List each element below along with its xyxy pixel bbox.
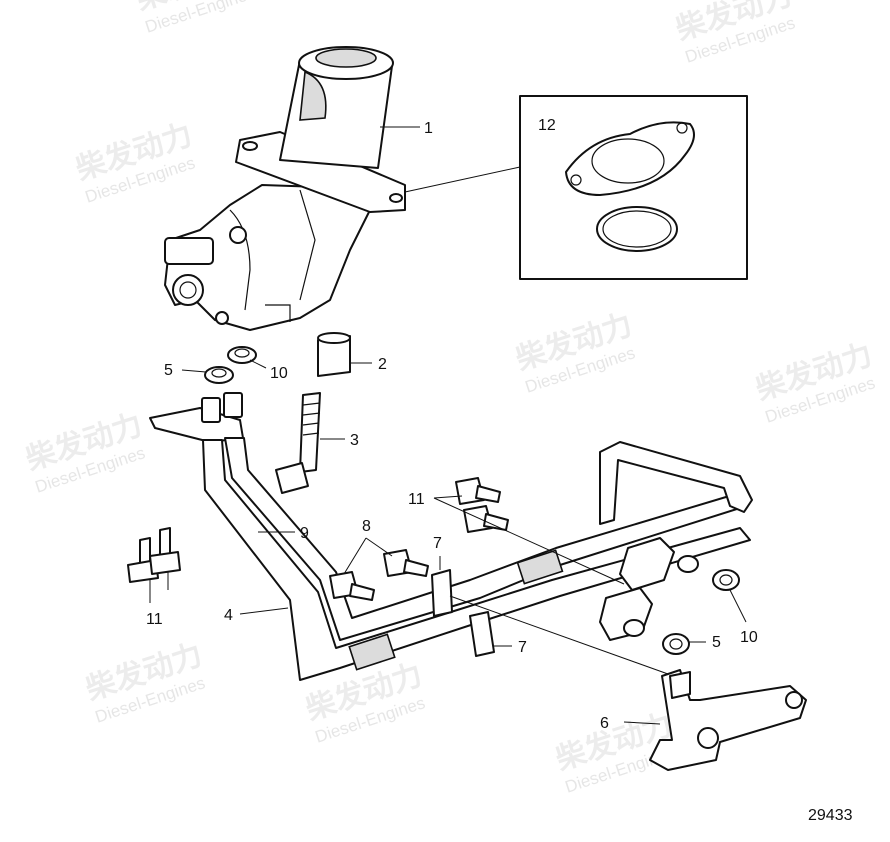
long-bolt	[275, 392, 321, 494]
callout-labels: 1 2 3 4 5 5 6 7 7 8 9 10 10 11 11 12 294…	[146, 117, 853, 824]
callout-7-upper: 7	[433, 535, 442, 552]
callout-10-lower: 10	[740, 629, 758, 646]
callout-1: 1	[424, 120, 433, 137]
callout-7-lower: 7	[518, 639, 527, 656]
gasket-inset	[404, 95, 748, 280]
callout-10-upper: 10	[270, 365, 288, 382]
leader-lines	[149, 126, 747, 725]
callout-11-center: 11	[408, 491, 425, 508]
callout-3: 3	[350, 432, 359, 449]
sleeve	[317, 332, 351, 377]
watermark: 柴发动力 Diesel-Engines	[132, 0, 258, 37]
callout-2: 2	[378, 356, 387, 373]
callout-5-lower: 5	[712, 634, 721, 651]
callout-8: 8	[362, 518, 371, 535]
callout-12: 12	[538, 117, 556, 134]
washer-set-upper	[204, 346, 257, 384]
watermark: 柴发动力 Diesel-Engines	[22, 407, 148, 496]
watermark: 柴发动力 Diesel-Engines	[82, 637, 208, 726]
watermark: 柴发动力 Diesel-Engines	[672, 0, 798, 67]
pipe-clamps	[431, 569, 495, 657]
egr-valve	[164, 46, 406, 331]
watermark-layer: 柴发动力 Diesel-Engines 柴发动力 Diesel-Engines …	[22, 0, 878, 797]
watermark: 柴发动力 Diesel-Engines	[512, 307, 638, 396]
bracket	[649, 669, 807, 771]
bolts-center	[329, 477, 509, 601]
callout-9: 9	[300, 525, 309, 542]
callout-4: 4	[224, 607, 233, 624]
figure-number: 29433	[808, 807, 853, 824]
watermark: 柴发动力 Diesel-Engines	[72, 117, 198, 206]
callout-11-left: 11	[146, 611, 163, 628]
bolts-left	[127, 527, 181, 583]
callout-6: 6	[600, 715, 609, 732]
flanges-right	[599, 537, 740, 655]
callout-5-upper: 5	[164, 362, 173, 379]
egr-pipes	[149, 392, 753, 681]
watermark: 柴发动力 Diesel-Engines	[752, 337, 878, 426]
